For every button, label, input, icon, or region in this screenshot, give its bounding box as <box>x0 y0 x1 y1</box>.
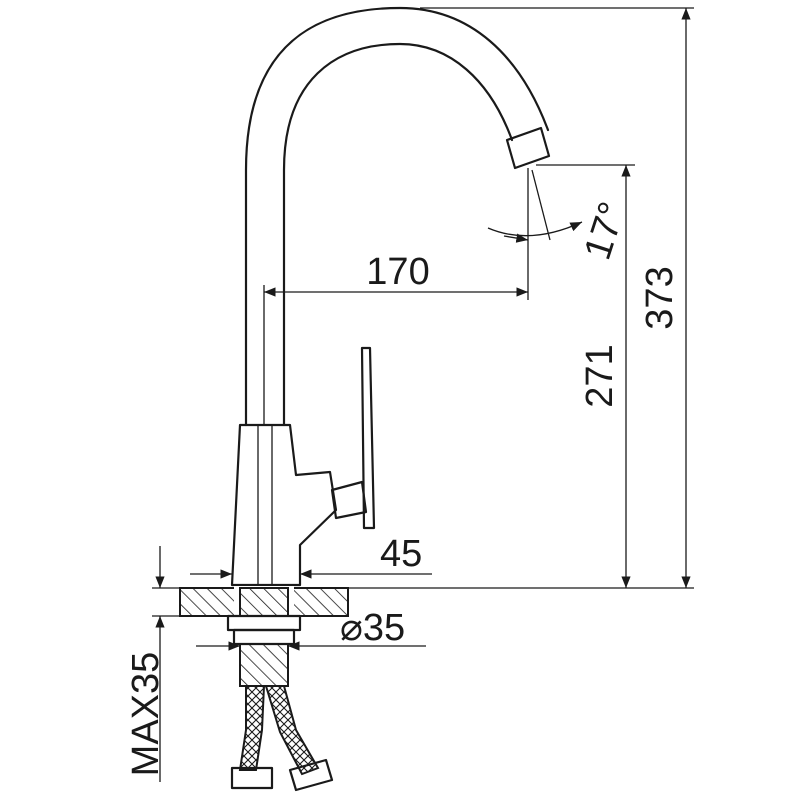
hose-nut-right <box>288 758 334 792</box>
base-width-dimension: 45 <box>190 533 432 579</box>
mounting-shank <box>226 614 302 687</box>
total-height-dimension: 373 <box>348 7 694 589</box>
angle-dimension: 17° <box>487 169 634 265</box>
spout-tip <box>505 126 551 170</box>
reach-value: 170 <box>366 251 429 293</box>
spout-height-dimension: 271 <box>536 164 635 588</box>
total-height-value: 373 <box>639 266 681 329</box>
reach-dimension: 170 <box>264 168 529 300</box>
supply-hoses <box>230 685 334 792</box>
base-width-value: 45 <box>380 533 422 575</box>
hole-diameter-value: ⌀35 <box>340 607 405 649</box>
spout-height-value: 271 <box>579 344 621 407</box>
lever-handle <box>330 346 376 530</box>
hole-diameter-dimension: ⌀35 <box>196 607 426 651</box>
deck-thickness-value: MAX35 <box>125 652 167 777</box>
deck-section <box>179 586 349 618</box>
deck-thickness-dimension: MAX35 <box>125 546 180 782</box>
spout <box>244 6 551 427</box>
faucet-body <box>230 423 338 587</box>
hose-nut-left <box>230 766 274 790</box>
